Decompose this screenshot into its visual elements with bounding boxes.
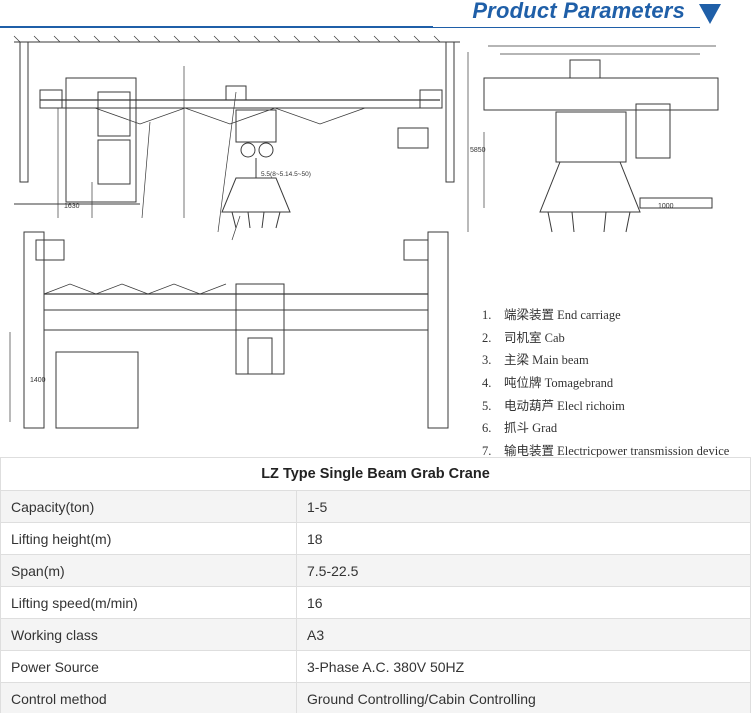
param-label: Lifting height(m)	[0, 522, 297, 555]
param-value: 3-Phase A.C. 380V 50HZ	[296, 650, 751, 683]
part-number: 7.	[482, 444, 492, 459]
part-label: 端梁装置 End carriage	[504, 308, 621, 322]
dim-label-cab: 1630	[64, 203, 80, 210]
part-number: 2.	[482, 330, 492, 345]
part-legend-item: 2. 司机室 Cab	[482, 327, 751, 350]
table-header-row: LZ Type Single Beam Grab Crane	[0, 457, 751, 491]
table-row: Lifting speed(m/min) 16	[0, 586, 751, 619]
part-legend-item: 1. 端梁装置 End carriage	[482, 304, 751, 327]
side-view: 1000	[483, 45, 719, 233]
plan-view: 1400 5850	[9, 147, 486, 429]
parameters-table: LZ Type Single Beam Grab Crane Capacity(…	[0, 457, 751, 713]
section-title: Product Parameters	[472, 0, 685, 23]
param-label: Capacity(ton)	[0, 490, 297, 523]
dim-label-plan: 1400	[30, 377, 46, 384]
table-row: Span(m) 7.5-22.5	[0, 554, 751, 587]
table-row: Working class A3	[0, 618, 751, 651]
param-label: Working class	[0, 618, 297, 651]
part-number: 5.	[482, 398, 492, 413]
part-number: 3.	[482, 353, 492, 368]
dim-label-height: 5850	[470, 147, 486, 154]
crane-drawing-svg: 1630 5.5(8~5.14.5~50) 1000	[9, 35, 719, 429]
part-legend-item: 5. 电动葫芦 Elecl richoim	[482, 395, 751, 418]
table-row: Control method Ground Controlling/Cabin …	[0, 682, 751, 713]
param-value: 16	[296, 586, 751, 619]
crane-technical-drawing: 1630 5.5(8~5.14.5~50) 1000	[0, 32, 751, 458]
part-legend-item: 3. 主梁 Main beam	[482, 349, 751, 372]
dim-label-side: 1000	[658, 203, 674, 210]
annotation-text: 5.5(8~5.14.5~50)	[261, 171, 311, 178]
param-value: Ground Controlling/Cabin Controlling	[296, 682, 751, 713]
header-tab	[433, 0, 703, 27]
part-legend-item: 4. 吨位牌 Tomagebrand	[482, 372, 751, 395]
elevation-view: 1630 5.5(8~5.14.5~50)	[13, 35, 469, 241]
param-label: Lifting speed(m/min)	[0, 586, 297, 619]
param-value: 18	[296, 522, 751, 555]
table-row: Power Source 3-Phase A.C. 380V 50HZ	[0, 650, 751, 683]
part-label: 抓斗 Grad	[504, 421, 558, 436]
header-rule	[0, 26, 700, 28]
part-label: 司机室 Cab	[504, 330, 565, 345]
param-value: 7.5-22.5	[296, 554, 751, 587]
part-label: 输电装置 Electricpower transmission device	[504, 444, 730, 459]
param-value: A3	[296, 618, 751, 651]
section-header: Product Parameters	[0, 0, 751, 30]
part-legend: 1. 端梁装置 End carriage 2. 司机室 Cab 3. 主梁 Main …	[482, 304, 751, 463]
part-legend-item: 6. 抓斗 Grad	[482, 417, 751, 440]
param-label: Control method	[0, 682, 297, 713]
part-number: 6.	[482, 421, 492, 436]
part-label: 电动葫芦 Elecl richoim	[504, 398, 625, 413]
table-row: Capacity(ton) 1-5	[0, 490, 751, 523]
table-row: Lifting height(m) 18	[0, 522, 751, 555]
part-number: 1.	[482, 308, 492, 322]
part-label: 吨位牌 Tomagebrand	[504, 376, 614, 391]
part-legend-item: 7. 输电装置 Electricpower transmission device	[482, 440, 751, 463]
param-label: Span(m)	[0, 554, 297, 587]
param-label: Power Source	[0, 650, 297, 683]
param-value: 1-5	[296, 490, 751, 523]
part-number: 4.	[482, 376, 492, 391]
header-arrow-icon	[699, 4, 721, 24]
part-label: 主梁 Main beam	[504, 353, 589, 368]
table-caption: LZ Type Single Beam Grab Crane	[0, 457, 751, 491]
